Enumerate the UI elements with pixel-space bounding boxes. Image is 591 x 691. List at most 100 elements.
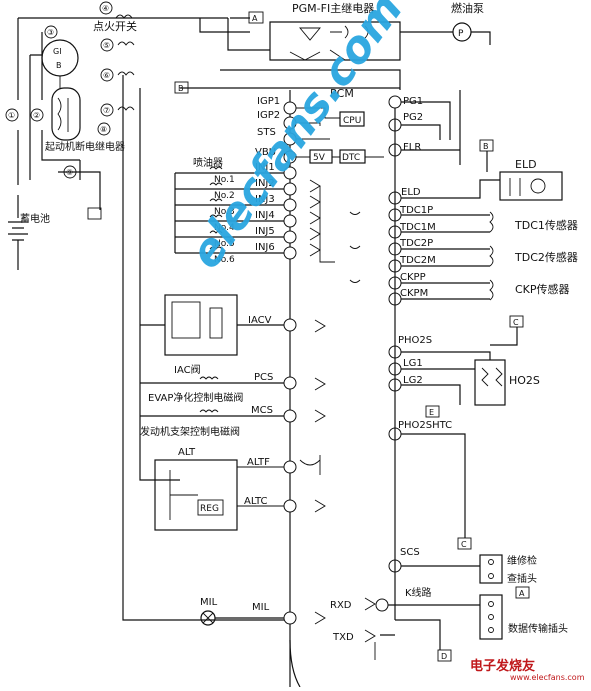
- ho2s-sensor: [474, 359, 506, 406]
- term-tdc1m: TDC1M: [399, 222, 436, 233]
- svg-text:②: ②: [33, 111, 40, 120]
- pin-column-left: [283, 101, 297, 625]
- svg-text:A: A: [519, 589, 525, 598]
- connector-D: [437, 649, 452, 662]
- term-igp1: IGP1: [257, 96, 280, 107]
- five-volt-block: 5V: [309, 149, 333, 164]
- fuse-4: ④: [99, 1, 113, 15]
- cpu-block: CPU: [339, 111, 365, 127]
- main-relay-title: PGM-FI主继电器: [292, 2, 374, 15]
- k-line-drivers: [364, 597, 376, 660]
- fuel-pump-label: 燃油泵: [451, 1, 484, 15]
- term-eld: ELD: [401, 187, 421, 198]
- svg-text:www.elecfans.com: www.elecfans.com: [510, 673, 585, 682]
- term-tdc2p: TDC2P: [399, 238, 433, 249]
- term-pcs: PCS: [254, 372, 273, 383]
- connector-A-top: [248, 11, 264, 24]
- term-vbu: VBU: [255, 147, 276, 158]
- svg-text:A: A: [252, 14, 258, 23]
- fuse-6: ⑥: [100, 68, 114, 82]
- eld-wires: [401, 151, 500, 199]
- alternator-block: REG: [154, 459, 284, 531]
- ground-wires: [401, 101, 460, 151]
- mount-valve-label: 发动机支架控制电磁阀: [140, 425, 240, 438]
- term-scs: SCS: [400, 547, 420, 558]
- term-inj3: INJ3: [255, 194, 275, 205]
- svg-text:CPU: CPU: [343, 116, 361, 126]
- pcm-boundary: [289, 90, 461, 687]
- brand-logo: 电子发烧友 www.elecfans.com: [470, 658, 585, 682]
- pcm-bottom-edge: [289, 639, 301, 688]
- ho2s-label: HO2S: [509, 374, 540, 387]
- svg-text:⑧: ⑧: [100, 125, 107, 134]
- svg-text:④: ④: [102, 4, 109, 13]
- fuel-pump: P: [400, 22, 491, 45]
- svg-text:起动机断电继电器: 起动机断电继电器: [45, 140, 125, 153]
- tdc1-sensor-label: TDC1传感器: [514, 219, 578, 232]
- mil-lamp: MIL: [200, 597, 218, 626]
- fuse-1: ①: [5, 108, 19, 122]
- fuse-8: ⑧: [97, 122, 111, 136]
- svg-text:IAC阀: IAC阀: [174, 363, 201, 376]
- connector-A-dlc: [515, 586, 530, 599]
- solenoid-coils: [199, 376, 219, 413]
- fuse-7: ⑦: [100, 103, 114, 117]
- service-check-connector: [479, 554, 503, 584]
- service-check-label-2: 查插头: [507, 572, 537, 585]
- ckp-sensor-label: CKP传感器: [515, 283, 570, 296]
- data-link-connector: [479, 594, 503, 640]
- injector-bank: [174, 166, 284, 254]
- eld-unit: [499, 171, 563, 201]
- connector-C: [457, 537, 472, 550]
- sensor-input-stages: [349, 211, 361, 283]
- pgm-fi-main-relay: [227, 18, 401, 61]
- term-inj6: INJ6: [255, 242, 275, 253]
- injector-no1: No.1: [214, 175, 235, 185]
- term-pg2: PG2: [403, 112, 423, 123]
- service-check-label-1: 维修检: [507, 554, 537, 567]
- connector-Q: [87, 207, 102, 220]
- output-drivers: [314, 319, 326, 625]
- term-inj4: INJ4: [255, 210, 275, 221]
- term-mil: MIL: [252, 602, 270, 613]
- connector-E: [425, 405, 440, 418]
- svg-text:D: D: [441, 652, 447, 661]
- pcm-internal-wires: [296, 107, 384, 158]
- term-pho2s: PHO2S: [398, 335, 432, 346]
- injector-no6: No.6: [214, 255, 235, 265]
- svg-text:DTC: DTC: [342, 153, 360, 163]
- svg-text:电子发烧友: 电子发烧友: [470, 658, 535, 674]
- watermark: elecfans.com: [180, 0, 413, 278]
- svg-text:5V: 5V: [313, 153, 326, 163]
- eld-label: ELD: [515, 158, 537, 171]
- term-ckpm: CKPM: [400, 288, 428, 299]
- term-rxd: RXD: [330, 600, 352, 611]
- svg-text:⑤: ⑤: [103, 41, 110, 50]
- term-inj5: INJ5: [255, 226, 275, 237]
- term-flr: FLR: [403, 142, 421, 153]
- tdc2-sensor-label: TDC2传感器: [514, 251, 578, 264]
- term-inj2: INJ2: [255, 178, 275, 189]
- svg-text:C: C: [461, 540, 467, 549]
- svg-text:B: B: [178, 84, 184, 93]
- ho2s-wires: [401, 327, 518, 405]
- iac-valve: IAC阀: [164, 294, 238, 376]
- term-inj1: INJ1: [255, 162, 275, 173]
- term-mcs: MCS: [251, 405, 273, 416]
- term-pho2shtc: PHO2SHTC: [398, 420, 452, 431]
- pin-column-right: [375, 95, 402, 612]
- tdc-ckp-sensors: [401, 211, 494, 301]
- injector-no5: No.5: [214, 239, 235, 249]
- evap-valve-label: EVAP净化控制电磁阀: [148, 391, 243, 404]
- term-ckpp: CKPP: [400, 272, 426, 283]
- term-altc: ALTC: [244, 496, 268, 507]
- alternator-label: ALT: [178, 447, 196, 458]
- term-sts: STS: [257, 127, 276, 138]
- svg-text:B: B: [483, 142, 489, 151]
- fuse-links: [115, 14, 135, 111]
- left-branch: [29, 54, 42, 180]
- dtc-block: DTC: [339, 149, 366, 164]
- data-link-label: 数据传输插头: [508, 622, 568, 635]
- solenoid-wires: [140, 382, 284, 417]
